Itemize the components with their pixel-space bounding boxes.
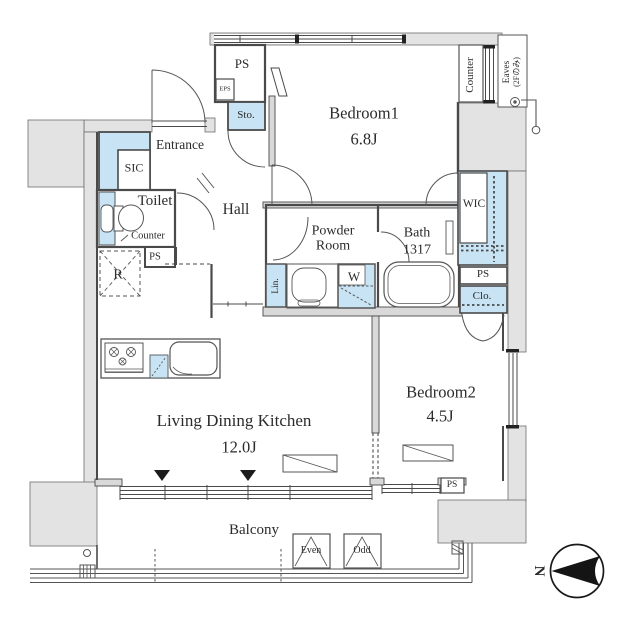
ldk-label: Living Dining Kitchen xyxy=(156,411,312,431)
compass-north-label: N xyxy=(530,565,547,577)
bedroom1-label: Bedroom1 xyxy=(329,103,399,123)
burner-icon xyxy=(118,357,127,366)
powder-room-label: Powder Room xyxy=(311,223,355,253)
eps-label: EPS xyxy=(219,85,231,93)
toilet-label: Toilet xyxy=(137,193,173,210)
vanity xyxy=(286,263,339,309)
bath-shelf xyxy=(445,220,454,255)
toilet-counter-label: Counter xyxy=(131,230,165,242)
eaves-label: Eaves (2Fのみ) xyxy=(501,57,521,87)
balcony-divider xyxy=(154,549,282,584)
hand-basin xyxy=(100,204,114,233)
bath-size-label: 1317 xyxy=(403,242,431,258)
triangle-marker xyxy=(240,470,256,481)
odd-box xyxy=(343,533,382,569)
bath-label: Bath xyxy=(403,225,431,241)
ps-toilet-label: PS xyxy=(149,251,161,263)
bedroom1-counter xyxy=(458,44,484,103)
bedroom2-furniture xyxy=(402,444,454,462)
toilet-bowl xyxy=(118,204,144,232)
bathtub xyxy=(383,261,455,308)
compass xyxy=(549,543,605,599)
linen-label: Lin. xyxy=(271,278,282,294)
pipe xyxy=(521,99,537,126)
stove xyxy=(104,342,144,373)
even-box xyxy=(292,533,331,569)
vent-icon xyxy=(510,97,520,107)
burner-icon xyxy=(109,347,119,357)
burner-icon xyxy=(126,347,136,357)
counter-leader-line xyxy=(120,234,129,242)
door-swings xyxy=(151,69,505,342)
drain-icon xyxy=(83,549,91,557)
ps-top-label: PS xyxy=(234,56,250,72)
storage-sto-label: Sto. xyxy=(237,109,255,122)
washer-label: W xyxy=(347,269,361,285)
hall-label: Hall xyxy=(222,200,250,218)
bedroom1-area-label: 6.8J xyxy=(350,129,378,149)
ps-right-label: PS xyxy=(476,268,490,281)
linen-cabinet xyxy=(265,263,287,308)
refrigerator-label: R xyxy=(113,267,123,283)
hatch-box xyxy=(451,540,464,555)
fixtures xyxy=(98,44,541,494)
closet-label: Clo. xyxy=(472,290,492,303)
hatch-box xyxy=(79,564,96,579)
bedroom2-area-label: 4.5J xyxy=(426,406,454,426)
balcony-railing xyxy=(30,568,472,583)
triangle-marker xyxy=(154,470,170,481)
refrigerator-space xyxy=(99,250,141,297)
balcony-label: Balcony xyxy=(229,522,279,539)
odd-label: Odd xyxy=(353,544,371,556)
vanity-basin xyxy=(291,267,327,303)
balcony-features xyxy=(30,533,473,584)
sink xyxy=(169,341,218,376)
exterior-structures xyxy=(27,32,527,547)
entrance-label: Entrance xyxy=(156,136,204,152)
ps-bedroom2-label: PS xyxy=(446,480,458,491)
windows xyxy=(119,34,519,500)
eaves-strip xyxy=(497,34,528,108)
wic-label: WIC xyxy=(462,197,486,210)
bedroom2-label: Bedroom2 xyxy=(406,382,476,402)
ldk-furniture xyxy=(282,454,338,473)
bedroom1-counter-label: Counter xyxy=(464,57,477,93)
ldk-area-label: 12.0J xyxy=(221,437,257,457)
window-markers xyxy=(154,470,256,481)
ps-box-bedroom2 xyxy=(440,477,465,494)
compass-needle xyxy=(551,556,600,586)
sic-label: SIC xyxy=(124,160,144,175)
even-label: Even xyxy=(300,544,322,556)
